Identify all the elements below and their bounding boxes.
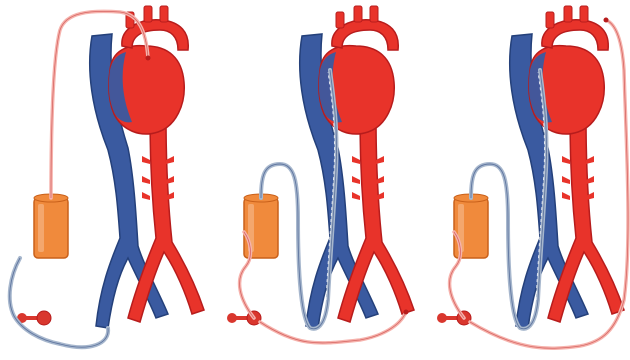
cannula-tip [404, 310, 409, 315]
venous-tubing [10, 258, 108, 347]
aortic-branch-left-1 [562, 156, 570, 164]
head-vessel-1 [546, 12, 554, 28]
aortic-branch-left-2 [562, 176, 570, 184]
reservoir-highlight [38, 204, 44, 252]
aortic-branch-left-1 [352, 156, 360, 164]
cannula-tip [146, 56, 151, 61]
venous-tubing-edge [10, 258, 108, 347]
head-vessel-3 [580, 6, 588, 22]
head-vessel-2 [144, 6, 152, 22]
aortic-branch-left-3 [142, 192, 150, 200]
aortic-branch-left-2 [352, 176, 360, 184]
head-vessel-1 [336, 12, 344, 28]
panel-3 [437, 6, 628, 348]
aortic-branch-left-3 [352, 192, 360, 200]
cannula-tip [604, 18, 609, 23]
head-vessel-3 [370, 6, 378, 22]
panel-1 [10, 6, 204, 347]
head-vessel-2 [354, 6, 362, 22]
panel-2 [227, 6, 414, 343]
aortic-branch-left-2 [142, 176, 150, 184]
head-vessel-3 [160, 6, 168, 22]
head-vessel-2 [564, 6, 572, 22]
aortic-branch-left-3 [562, 192, 570, 200]
descending-aorta [128, 118, 204, 322]
aortic-branch-left-1 [142, 156, 150, 164]
pump-knob [227, 313, 237, 323]
descending-aorta [338, 118, 414, 322]
pump-head [37, 311, 51, 325]
pump-knob [437, 313, 447, 323]
descending-aorta [548, 118, 624, 322]
